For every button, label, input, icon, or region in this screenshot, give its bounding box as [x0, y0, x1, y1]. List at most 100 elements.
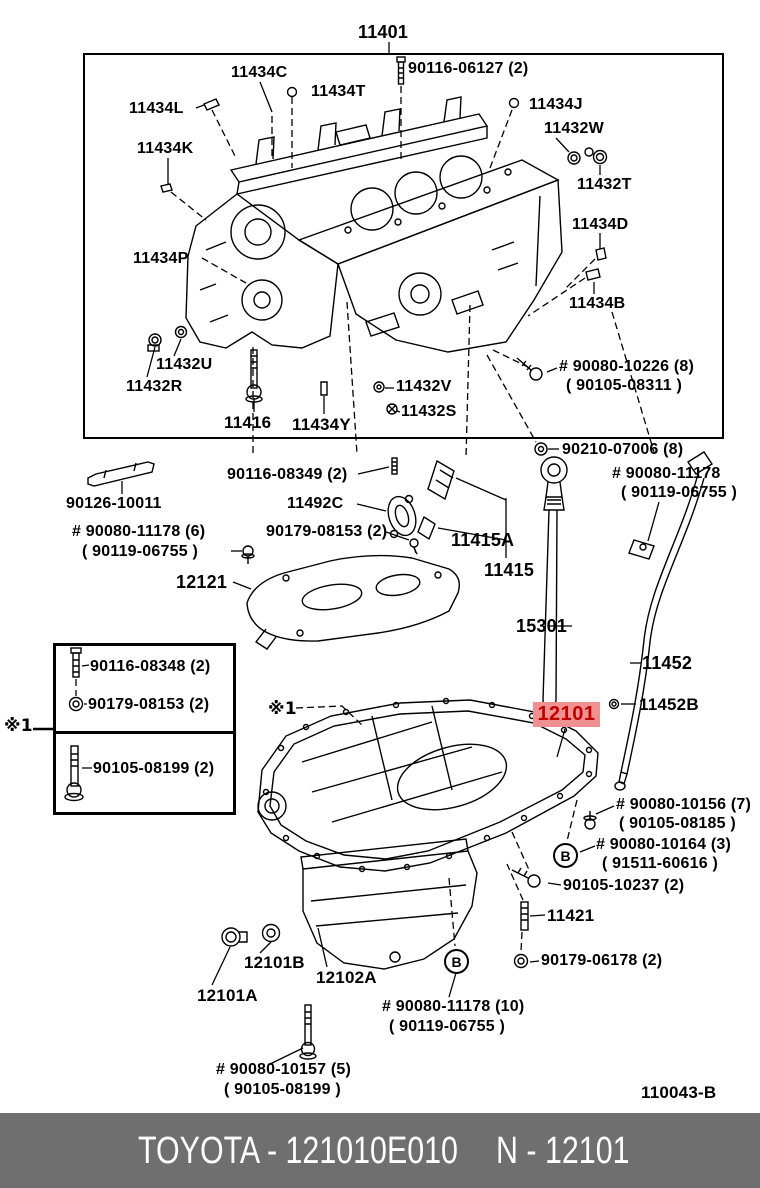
nut-icon [513, 953, 529, 969]
footer-catalog-ref: N - 12101 [496, 1130, 630, 1172]
part-label-90080-10157: # 90080-10157 (5) [216, 1061, 352, 1078]
union-icon [427, 459, 455, 501]
part-label-90105-10237: 90105-10237 (2) [563, 877, 685, 894]
part-label-90179-08153-c: 90179-08153 (2) [266, 523, 388, 540]
flange-bolt-icon [64, 745, 84, 802]
dipstick-guide-tube-drawing [614, 451, 713, 791]
drain-plug-icon [221, 927, 248, 947]
part-label-12101a: 12101A [197, 986, 258, 1005]
part-label-11432v: 11432V [396, 378, 452, 395]
part-label-90080-10164: # 90080-10164 (3) [596, 836, 732, 853]
oil-pan-lower-drawing [300, 838, 478, 970]
bolt-icon [386, 403, 398, 415]
part-label-90080-11178-6: # 90080-11178 (6) [72, 523, 206, 540]
gasket-icon [387, 494, 417, 539]
part-label-90105-08185: ( 90105-08185 ) [619, 815, 736, 832]
bolt-icon [409, 538, 419, 554]
oil-strainer-drawing [246, 554, 461, 650]
bolt-icon [373, 381, 385, 393]
part-label-11434d: 11434D [572, 216, 629, 233]
bolt-icon [583, 811, 597, 830]
part-label-11492c: 11492C [287, 495, 344, 512]
stud-icon [417, 515, 436, 541]
stud-icon [70, 647, 82, 678]
part-label-90105-08311: ( 90105-08311 ) [566, 377, 682, 394]
pin-icon [595, 247, 607, 261]
part-label-12102a: 12102A [316, 968, 377, 987]
grommet-icon [508, 97, 520, 109]
footer-bar: TOYOTA - 121010E010 N - 12101 [0, 1113, 760, 1188]
part-label-90080-11178-r: # 90080-11178 [612, 465, 721, 482]
nut-icon [68, 696, 84, 712]
part-label-15301: 15301 [516, 616, 568, 636]
dipstick-drawing [540, 456, 568, 727]
cylinder-block-frame [83, 53, 724, 439]
part-label-11434c: 11434C [231, 64, 288, 81]
pin-icon [160, 183, 173, 193]
part-label-11434y: 11434Y [292, 415, 351, 434]
stud-rod-icon [87, 461, 155, 487]
leader-lines [33, 42, 660, 1065]
bolt-icon [174, 325, 188, 339]
part-label-90080-10156: # 90080-10156 (7) [616, 796, 752, 813]
part-label-11415: 11415 [484, 560, 535, 580]
grommet-icon [608, 698, 620, 710]
part-label-90119-06755-r: ( 90119-06755 ) [621, 484, 737, 501]
note-parts-box [53, 643, 236, 815]
bolt-icon [516, 357, 543, 381]
highlighted-part-12101[interactable]: 12101 [533, 702, 600, 727]
part-label-90116-08349: 90116-08349 (2) [227, 466, 348, 483]
part-label-11452: 11452 [642, 653, 693, 673]
bolt-icon [396, 56, 406, 85]
part-label-90119-06755-a: ( 90119-06755 ) [82, 543, 198, 560]
part-label-90126-10011: 90126-10011 [66, 495, 162, 512]
plug-bolt-icon [584, 147, 608, 165]
part-label-90105-08199-b: ( 90105-08199 ) [224, 1081, 341, 1098]
part-label-90179-08153-box: 90179-08153 (2) [88, 696, 210, 713]
engine-block-drawing [185, 96, 563, 353]
part-label-11416: 11416 [224, 413, 272, 432]
part-label-11434l: 11434L [129, 100, 184, 117]
part-label-91511-60616: ( 91511-60616 ) [602, 855, 718, 872]
footer-part-number: TOYOTA - 121010E010 [138, 1130, 458, 1172]
pin-icon [203, 98, 220, 111]
part-label-11434k: 11434K [137, 140, 194, 157]
part-label-11434t: 11434T [311, 83, 366, 100]
callout-b-right: B [553, 843, 578, 868]
part-label-11434j: 11434J [529, 96, 583, 113]
note-marker-left: ※1 [4, 716, 33, 736]
part-label-90116-06127: 90116-06127 (2) [408, 60, 529, 77]
bolt-icon [299, 1004, 317, 1060]
part-label-90105-08199-box: 90105-08199 (2) [93, 760, 215, 777]
highlighted-part-label: 12101 [537, 703, 596, 725]
part-label-11432r: 11432R [126, 378, 183, 395]
part-label-90080-10226: # 90080-10226 (8) [559, 358, 695, 375]
pin-icon [320, 381, 328, 396]
grommet-icon [286, 86, 298, 98]
part-label-11432t: 11432T [577, 176, 632, 193]
oring-icon [567, 151, 581, 165]
part-label-12101b: 12101B [244, 953, 305, 972]
part-label-11432u: 11432U [156, 356, 213, 373]
part-label-11432s: 11432S [401, 403, 457, 420]
part-label-90116-08348: 90116-08348 (2) [90, 658, 211, 675]
part-label-11421: 11421 [547, 906, 595, 925]
part-label-11434b: 11434B [569, 295, 626, 312]
part-label-12121: 12121 [176, 572, 228, 592]
part-label-11432w: 11432W [544, 120, 604, 137]
bolt-icon [511, 867, 541, 888]
figure-code: 110043-B [641, 1083, 717, 1102]
part-label-90210-07006: 90210-07006 (8) [562, 441, 684, 458]
note-box-divider [53, 731, 233, 734]
gasket-washer-icon [261, 923, 281, 943]
part-label-11415a: 11415A [451, 530, 515, 550]
bolt-icon [241, 545, 255, 564]
part-label-90119-06755-b: ( 90119-06755 ) [389, 1018, 505, 1035]
fastener-icons [64, 56, 620, 1060]
part-label-11452b: 11452B [639, 695, 699, 714]
part-label-11434p: 11434P [133, 250, 189, 267]
note-marker-pan: ※1 [268, 699, 297, 719]
pin-icon [585, 268, 601, 281]
